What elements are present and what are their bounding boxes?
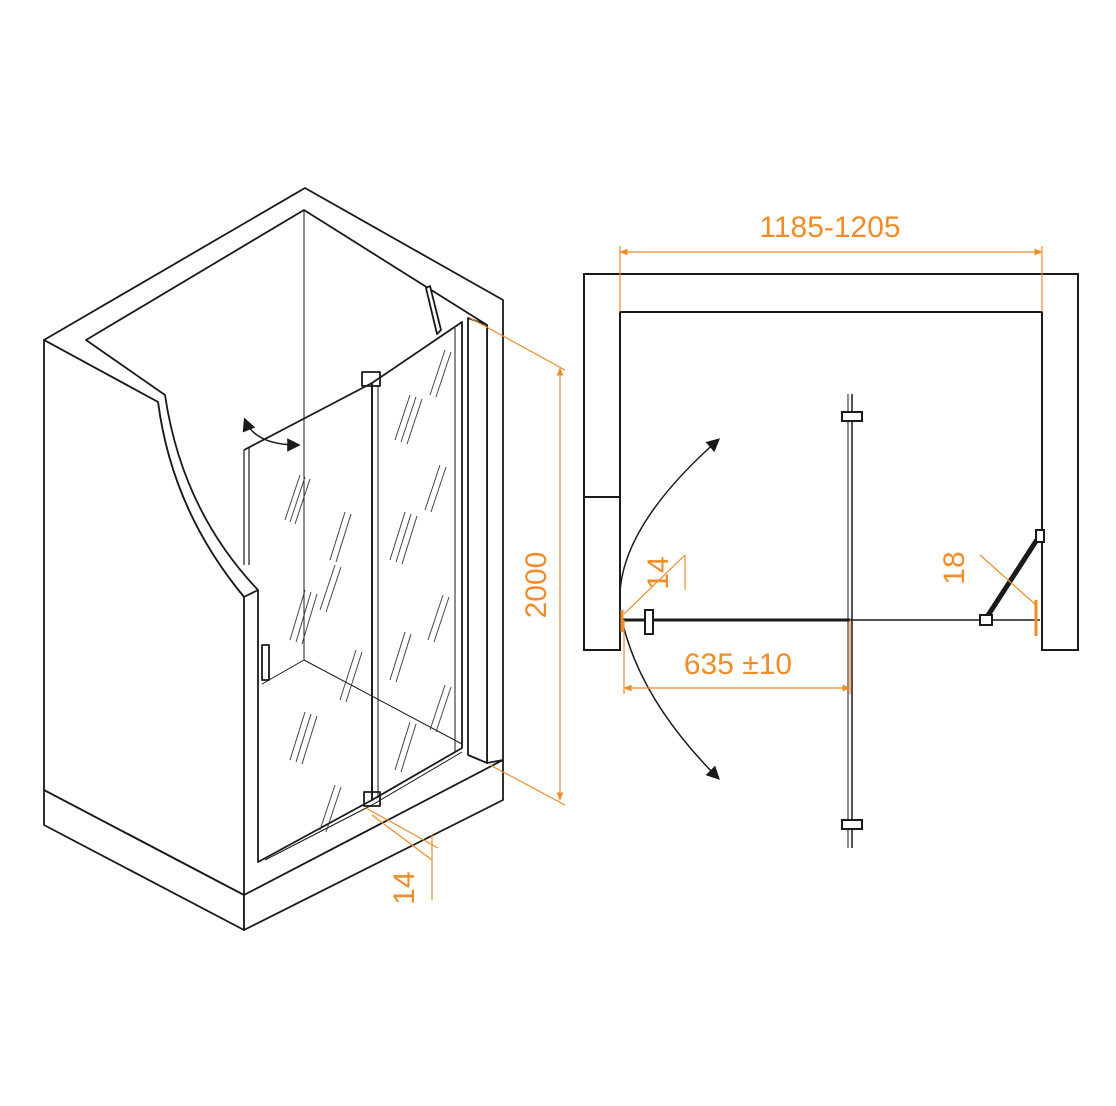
plan-stabilizer-bar xyxy=(982,533,1043,622)
swing-arrow xyxy=(242,417,301,452)
height-extension-bottom xyxy=(489,764,566,806)
plan-swing-arc xyxy=(619,438,721,780)
plan-handle-bottom xyxy=(841,819,863,830)
height-dimension-label: 2000 xyxy=(520,552,553,619)
threshold-leader-b xyxy=(371,814,433,861)
top-hinge xyxy=(361,371,381,387)
door-handle xyxy=(261,644,270,681)
bottom-hinge xyxy=(363,791,381,807)
plan-handle xyxy=(644,609,654,635)
plan-dimensions xyxy=(619,246,1043,694)
iso-dimensions xyxy=(365,317,566,900)
profile-leader-right xyxy=(979,554,1037,606)
stabilizer-bar xyxy=(425,285,442,335)
height-extension-top xyxy=(469,317,566,371)
door-width-label: 635 ±10 xyxy=(684,648,792,681)
isometric-view xyxy=(43,187,504,931)
wall-front-face xyxy=(43,339,245,931)
glass-hatching xyxy=(284,349,452,833)
hinge-profile-label: 18 xyxy=(938,551,971,584)
plan-left-wall-stub xyxy=(583,496,621,651)
base-plinth-front xyxy=(243,759,504,931)
overall-width-label: 1185-1205 xyxy=(759,211,900,244)
plan-view xyxy=(583,273,1079,848)
plan-handle-top xyxy=(841,411,863,422)
fixed-glass-panel xyxy=(371,321,463,801)
right-return-wall xyxy=(467,317,488,764)
fixed-profile-label: 14 xyxy=(642,556,675,589)
threshold-dimension-label: 14 xyxy=(388,871,421,904)
threshold-leader-a xyxy=(365,807,439,849)
